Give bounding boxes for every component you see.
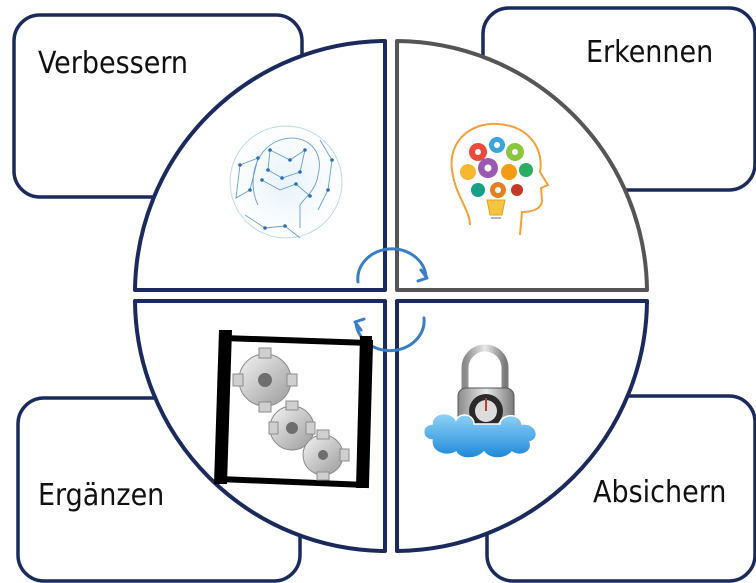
- label-verbessern: Verbessern: [38, 46, 188, 81]
- label-ergaenzen: Ergänzen: [38, 478, 164, 513]
- gears-icon: [214, 330, 374, 489]
- label-absichern: Absichern: [593, 475, 726, 510]
- cloud-lock-icon: [423, 344, 538, 459]
- brain-gears-icon: [450, 122, 550, 236]
- cycle-arrows-icon: [353, 247, 429, 353]
- brain-network-icon: [229, 125, 343, 239]
- label-erkennen: Erkennen: [586, 35, 713, 70]
